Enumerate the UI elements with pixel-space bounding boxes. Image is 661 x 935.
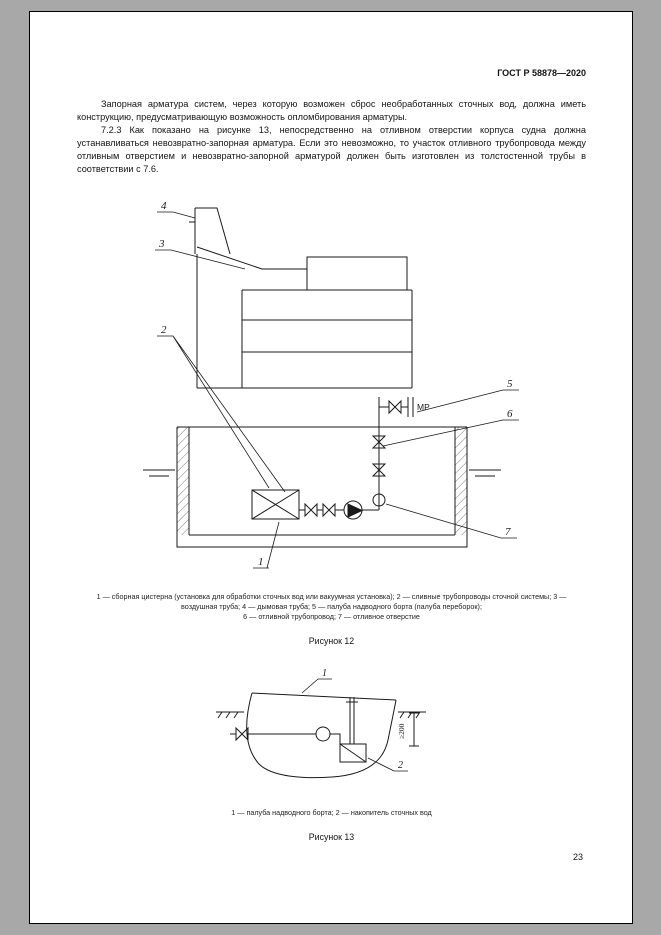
callout-line-1 (252, 521, 279, 569)
valve-icon (322, 502, 335, 518)
valve-icon (388, 399, 401, 415)
figure-13-caption: 1 — палуба надводного борта; 2 — накопит… (95, 808, 569, 818)
callout-5: 5 (507, 378, 513, 390)
figure-12-caption-line1: 1 — сборная цистерна (установка для обра… (96, 592, 567, 611)
waterline-right (468, 469, 501, 477)
page-content: ГОСТ Р 58878—2020 Запорная арматура сист… (77, 68, 586, 842)
waterline-left (142, 469, 175, 477)
callout-line-3 (154, 249, 245, 270)
sewage-tank (339, 743, 366, 763)
valve-icon (304, 502, 317, 518)
callout-1: 1 (258, 556, 264, 568)
figure-13-diagram: 1 2 ≥200 (215, 668, 426, 779)
figure-12-label: Рисунок 12 (308, 636, 355, 646)
callout-2: 2 (398, 760, 403, 771)
dimension-line (408, 712, 419, 747)
figure-12: 4 3 2 1 5 6 7 МР 1 — сборная цистерна (у… (77, 192, 586, 646)
overboard-valve-icon (229, 726, 248, 742)
body-paragraph-1: Запорная арматура систем, через которую … (77, 99, 586, 122)
deck-suction-pipe (345, 697, 358, 744)
discharge-pipe (247, 733, 340, 744)
callout-2: 2 (161, 324, 167, 336)
callout-line-2 (367, 757, 408, 772)
callout-4: 4 (161, 200, 167, 212)
figure-13: 1 2 ≥200 1 — палуба надводного борта; 2 … (77, 666, 586, 842)
figure-12-caption: 1 — сборная цистерна (установка для обра… (95, 592, 569, 622)
callout-3: 3 (158, 238, 165, 250)
dimension-label: ≥200 (397, 723, 406, 739)
collection-tank (251, 489, 299, 520)
page-number: 23 (572, 852, 583, 862)
callout-line-2 (156, 335, 285, 493)
callout-7: 7 (505, 526, 511, 538)
discharge-opening (372, 493, 385, 507)
funnel (188, 207, 230, 255)
waterline-right (397, 711, 426, 719)
callout-line-4 (156, 211, 195, 219)
document-page: ГОСТ Р 58878—2020 Запорная арматура сист… (29, 11, 633, 924)
waterline-left (215, 711, 244, 719)
callout-line-5 (416, 389, 519, 413)
callout-1: 1 (322, 668, 327, 679)
superstructure (196, 254, 412, 389)
pump (315, 726, 330, 742)
figure-12-diagram: 4 3 2 1 5 6 7 МР (142, 200, 519, 569)
pump-rotor-icon (347, 503, 363, 518)
document-header: ГОСТ Р 58878—2020 (77, 68, 586, 78)
hull-outline (245, 692, 396, 779)
callout-line-1 (301, 678, 332, 694)
mr-outlet-label: МР (417, 402, 430, 412)
body-paragraph-2: 7.2.3 Как показано на рисунке 13, непоср… (77, 125, 586, 174)
callout-6: 6 (507, 408, 513, 420)
figure-12-caption-line2: 6 — отливной трубопровод; 7 — отливное о… (243, 612, 420, 621)
shell-penetration (407, 397, 413, 417)
standard-number: ГОСТ Р 58878—2020 (497, 68, 586, 78)
hull-outline (176, 426, 467, 548)
valve-icon (371, 435, 386, 449)
callout-line-6 (382, 419, 519, 447)
hull-hatching-right (454, 427, 467, 535)
freeboard-deck (251, 692, 396, 701)
callout-line-7 (385, 503, 517, 539)
figure-13-label: Рисунок 13 (308, 832, 355, 842)
hull-hatching-left (176, 427, 189, 535)
superstructure-front-slope (196, 246, 307, 270)
valve-icon (371, 463, 386, 477)
figure-13-caption-line: 1 — палуба надводного борта; 2 — накопит… (231, 808, 432, 817)
